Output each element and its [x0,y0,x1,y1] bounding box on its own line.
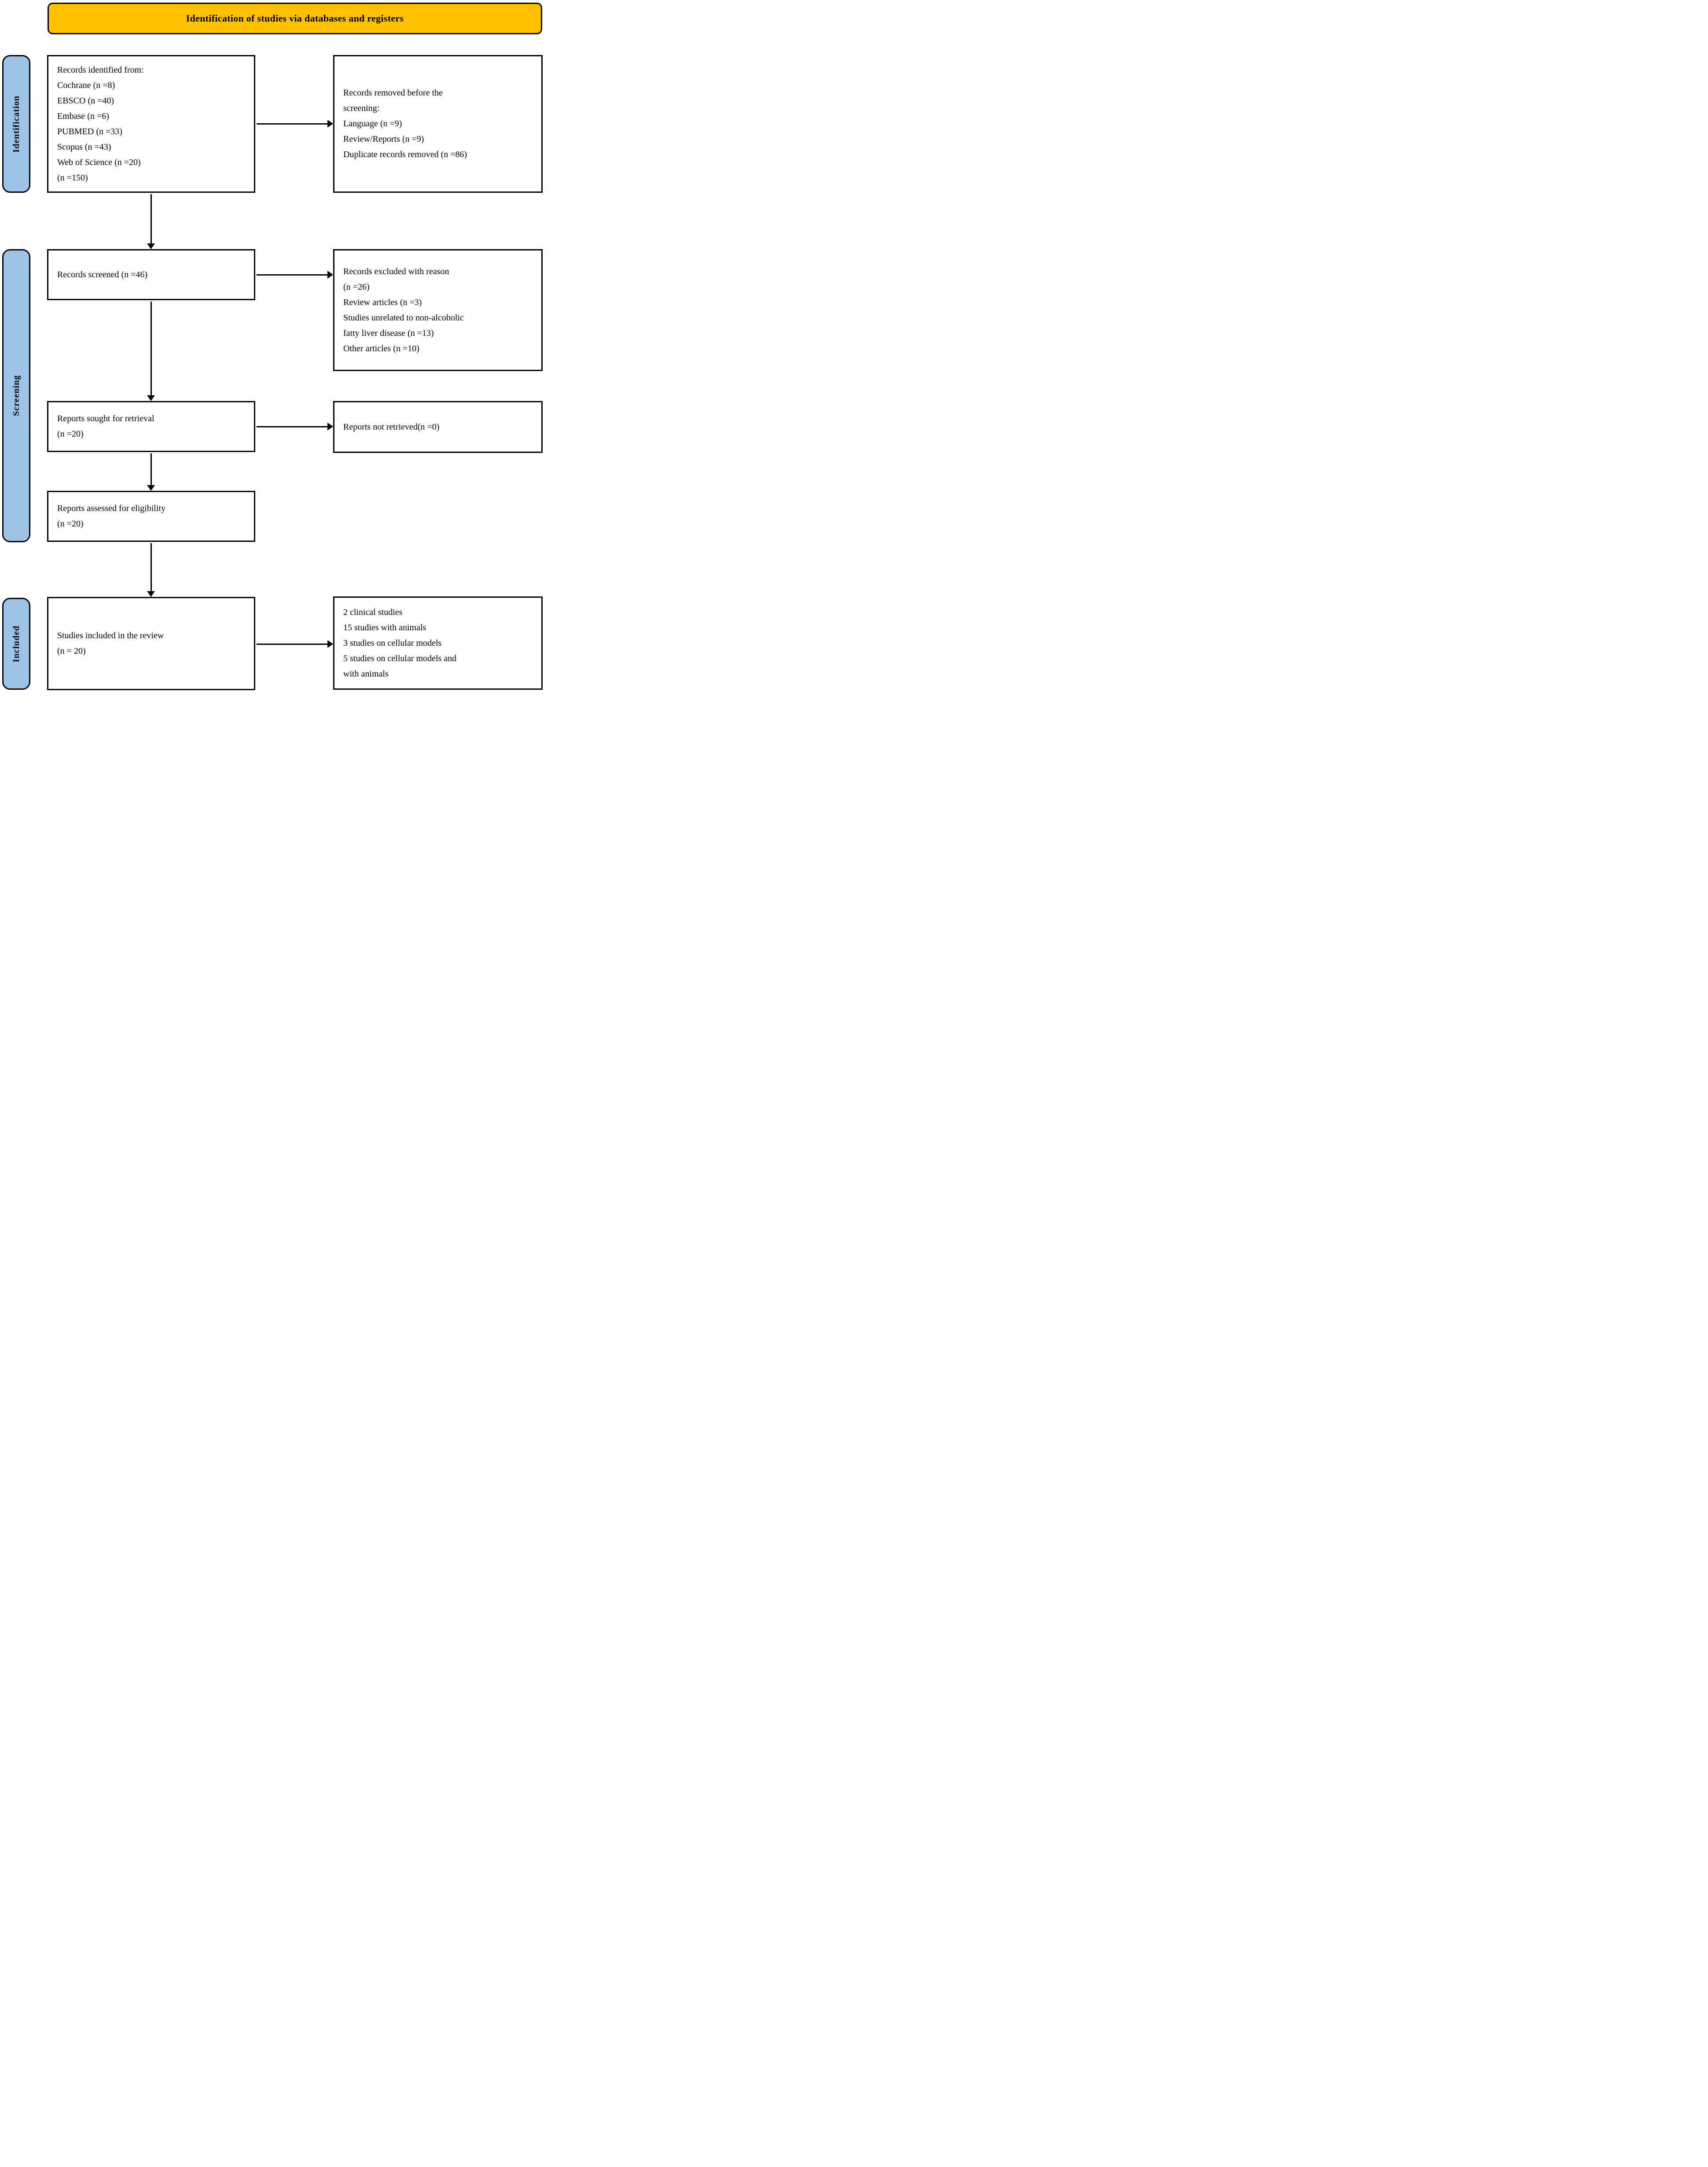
box-line: Studies unrelated to non-alcoholic [343,313,464,323]
box-line: 15 studies with animals [343,622,426,633]
box-records-excluded: Records excluded with reason (n =26) Rev… [333,249,543,371]
arrow-shaft [150,302,152,395]
box-line: (n =26) [343,282,370,292]
arrow-down-icon [147,591,155,597]
box-line: Studies included in the review [57,631,164,640]
box-line: fatty liver disease (n =13) [343,328,434,338]
box-line: (n =150) [57,173,88,183]
arrow-shaft [257,274,327,276]
prisma-flow-diagram: Identification of studies via databases … [0,0,546,692]
box-line: (n =20) [57,519,84,529]
arrow-sought-to-assessed [147,453,155,491]
arrow-right-icon [327,120,333,128]
box-included-breakdown: 2 clinical studies 15 studies with anima… [333,596,543,690]
box-line: Language (n =9) [343,119,402,129]
box-records-identified: Records identified from: Cochrane (n =8)… [47,55,255,193]
box-line: Other articles (n =10) [343,343,419,353]
box-records-removed: Records removed before the screening: La… [333,55,543,193]
box-line: (n = 20) [57,646,86,656]
stage-identification-label: Identification [11,95,21,153]
arrow-included-to-breakdown [257,640,333,648]
box-line: Reports sought for retrieval [57,414,154,423]
arrow-right-icon [327,271,333,279]
arrow-shaft [150,194,152,243]
stage-included-label: Included [11,625,21,662]
box-line: Web of Science (n =20) [57,157,141,167]
box-reports-sought: Reports sought for retrieval (n =20) [47,401,255,452]
arrow-identified-to-removed [257,120,333,128]
box-line: 2 clinical studies [343,607,403,617]
box-line: (n =20) [57,429,84,439]
arrow-screened-to-sought [147,302,155,401]
arrow-shaft [150,453,152,485]
box-line: with animals [343,669,389,679]
box-line: screening: [343,103,380,113]
arrow-sought-to-not-retrieved [257,423,333,430]
box-line: Review articles (n =3) [343,297,422,307]
box-line: Records removed before the [343,88,443,98]
box-line: Scopus (n =43) [57,142,111,152]
stage-screening: Screening [2,249,30,542]
box-records-screened: Records screened (n =46) [47,249,255,300]
arrow-screened-to-excluded [257,271,333,279]
stage-screening-label: Screening [11,375,21,416]
banner-label: Identification of studies via databases … [186,13,404,24]
box-line: Embase (n =6) [57,111,109,121]
arrow-assessed-to-included [147,543,155,597]
box-line: 3 studies on cellular models [343,638,442,648]
box-studies-included: Studies included in the review (n = 20) [47,597,255,690]
arrow-shaft [257,643,327,645]
stage-identification: Identification [2,55,30,193]
banner: Identification of studies via databases … [48,3,542,34]
box-line: Reports assessed for eligibility [57,504,166,513]
arrow-down-icon [147,243,155,249]
arrow-shaft [150,543,152,591]
box-line: PUBMED (n =33) [57,126,122,136]
box-line: Review/Reports (n =9) [343,134,424,144]
box-line: Cochrane (n =8) [57,80,115,90]
arrow-shaft [257,123,327,125]
stage-included: Included [2,598,30,690]
arrow-right-icon [327,640,333,648]
box-line: 5 studies on cellular models and [343,653,457,663]
box-line: Records identified from: [57,65,144,75]
arrow-down-icon [147,395,155,401]
arrow-shaft [257,426,327,427]
box-line: Reports not retrieved(n =0) [343,422,440,432]
arrow-down-icon [147,485,155,491]
box-line: Records screened (n =46) [57,269,148,280]
box-line: EBSCO (n =40) [57,96,114,106]
box-reports-not-retrieved: Reports not retrieved(n =0) [333,401,543,453]
box-line: Duplicate records removed (n =86) [343,150,467,159]
box-reports-assessed: Reports assessed for eligibility (n =20) [47,491,255,542]
box-line: Records excluded with reason [343,266,449,276]
arrow-right-icon [327,423,333,430]
arrow-identified-to-screened [147,194,155,249]
